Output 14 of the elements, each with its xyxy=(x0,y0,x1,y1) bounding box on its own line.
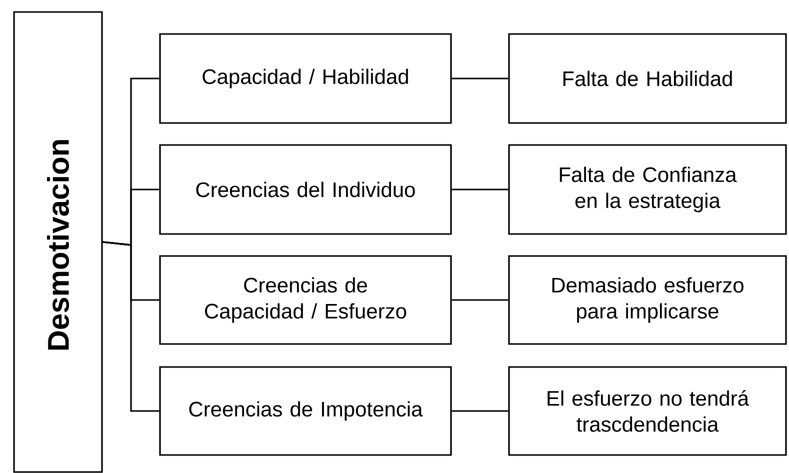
connector-line xyxy=(452,78,508,80)
cause-box: Capacidad / Habilidad xyxy=(159,33,452,124)
connector-line xyxy=(452,410,508,412)
connector-line xyxy=(102,241,160,412)
effect-box: Falta de Confianza en la estrategia xyxy=(508,144,787,235)
effect-box: Demasiado esfuerzo para implicarse xyxy=(508,255,787,345)
title-box: Desmotivacion xyxy=(13,11,103,473)
connector-line xyxy=(452,188,508,190)
effect-box: Falta de Habilidad xyxy=(508,33,787,124)
effect-box: El esfuerzo no tendrá trascdendencia xyxy=(508,366,787,456)
cause-box: Creencias del Individuo xyxy=(159,144,452,235)
cause-box: Creencias de Impotencia xyxy=(159,366,452,456)
connector-line xyxy=(452,299,508,301)
cause-box: Creencias de Capacidad / Esfuerzo xyxy=(159,255,452,345)
